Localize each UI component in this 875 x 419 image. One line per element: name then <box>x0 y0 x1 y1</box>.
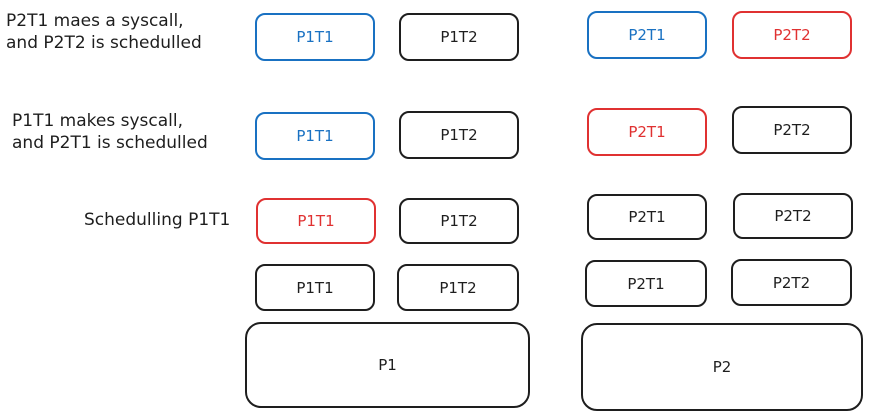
row2-p2t2-box: P2T2 <box>732 106 852 154</box>
base-p2t1-box: P2T1 <box>585 260 707 307</box>
row3-p2t1-box: P2T1 <box>587 194 707 240</box>
caption-row3-line1: Schedulling P1T1 <box>84 210 231 230</box>
base-p2t2-box: P2T2 <box>731 259 852 306</box>
caption-row2: P1T1 makes syscall, and P2T1 is schedull… <box>12 110 208 154</box>
base-p1t2-box: P1T2 <box>397 264 519 311</box>
process-p2-box: P2 <box>581 323 863 411</box>
caption-row1: P2T1 maes a syscall, and P2T2 is schedul… <box>6 10 202 54</box>
caption-row2-line1: P1T1 makes syscall, <box>12 111 183 131</box>
row3-p2t2-box: P2T2 <box>733 193 853 239</box>
caption-row1-line2: and P2T2 is schedulled <box>6 33 202 53</box>
row1-p2t2-box: P2T2 <box>732 11 852 59</box>
row2-p1t1-box: P1T1 <box>255 112 375 160</box>
caption-row3: Schedulling P1T1 <box>84 209 230 231</box>
caption-row2-line2: and P2T1 is schedulled <box>12 133 208 153</box>
row1-p1t1-box: P1T1 <box>255 13 375 61</box>
row3-p1t1-box: P1T1 <box>256 198 376 244</box>
row3-p1t2-box: P1T2 <box>399 198 519 244</box>
row2-p2t1-box: P2T1 <box>587 108 707 156</box>
base-p1t1-box: P1T1 <box>255 264 375 311</box>
row1-p2t1-box: P2T1 <box>587 11 707 59</box>
row1-p1t2-box: P1T2 <box>399 13 519 61</box>
row2-p1t2-box: P1T2 <box>399 111 519 159</box>
process-p1-box: P1 <box>245 322 530 408</box>
caption-row1-line1: P2T1 maes a syscall, <box>6 11 184 31</box>
